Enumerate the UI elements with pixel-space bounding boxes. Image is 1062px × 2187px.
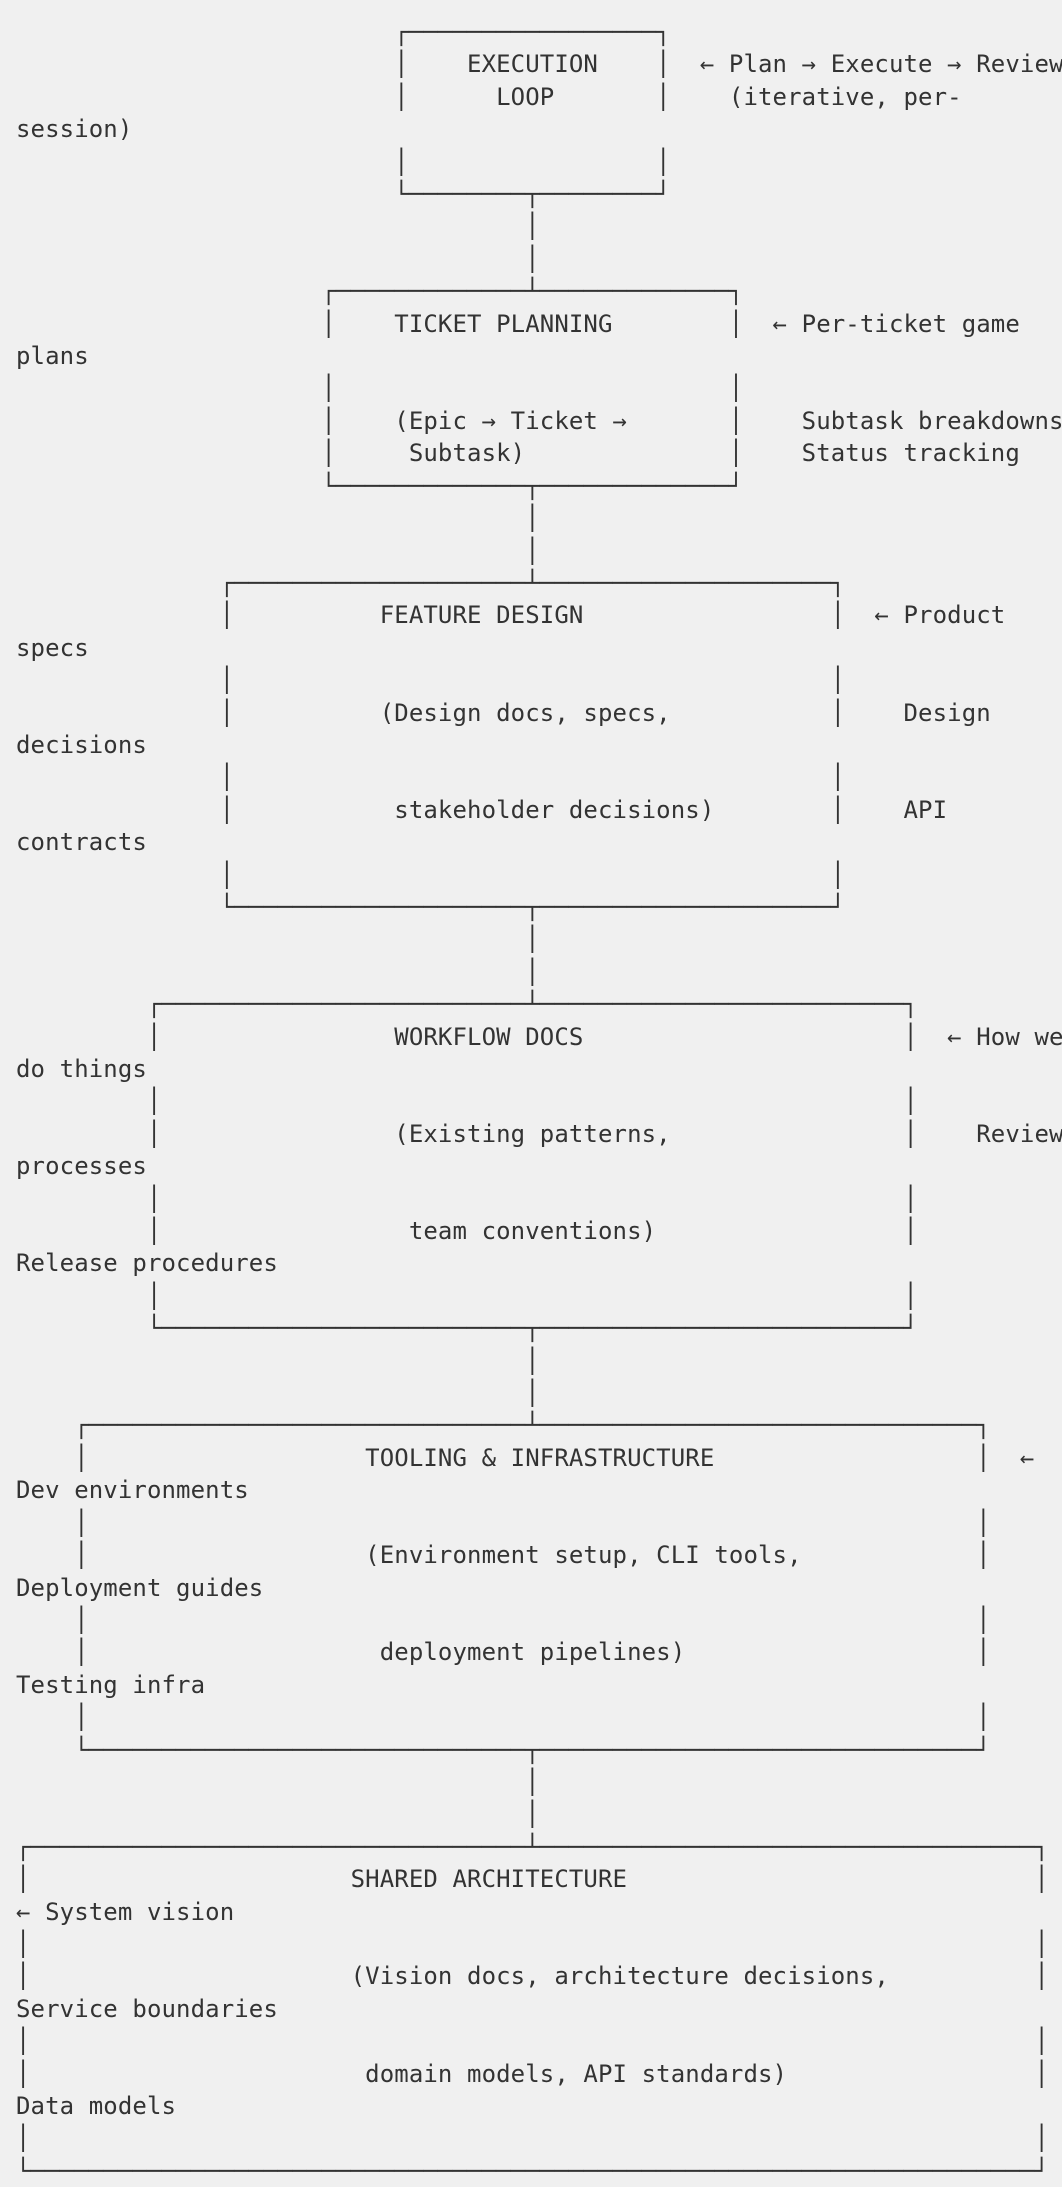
layered-architecture-ascii-diagram: ┌─────────────────┐ │ EXECUTION │ ← Plan… (16, 18, 1062, 2185)
